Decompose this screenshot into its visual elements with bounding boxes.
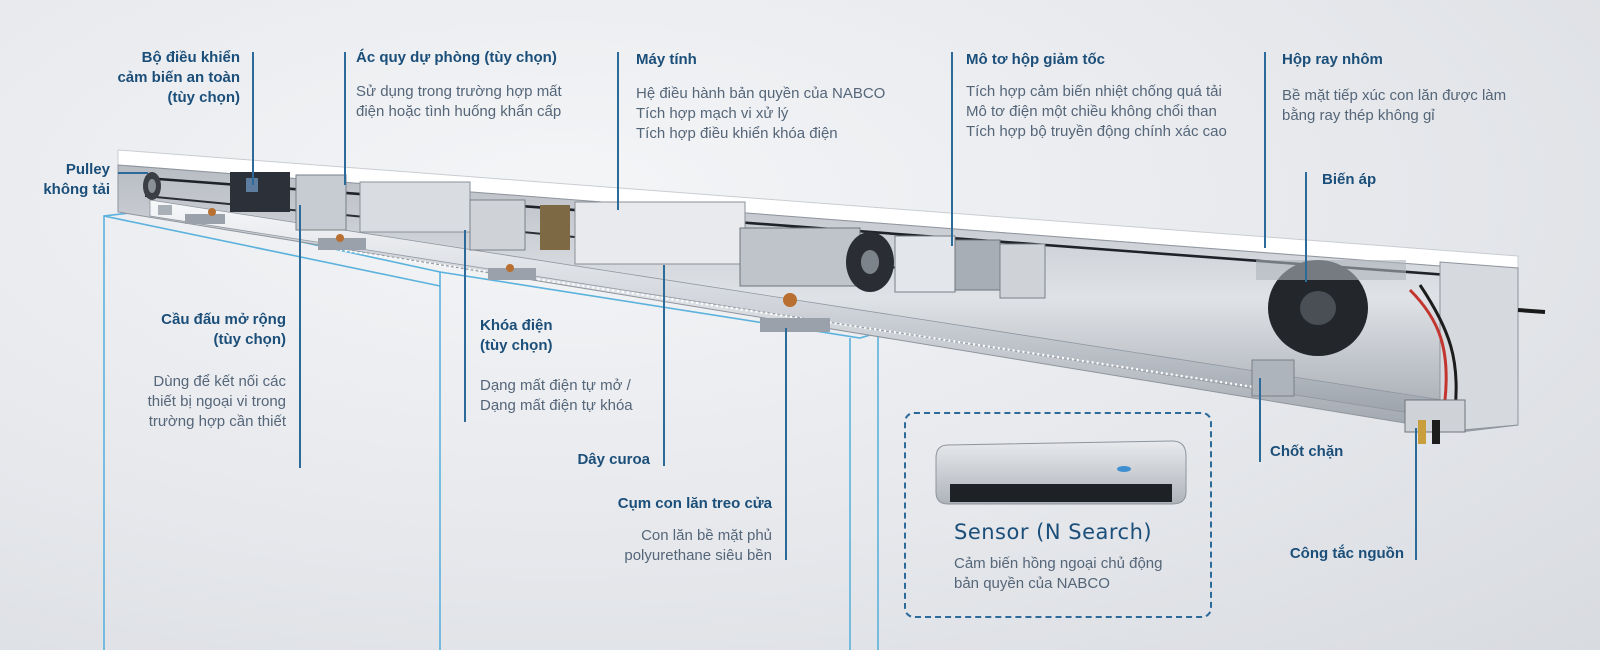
desc-line: điện hoặc tình huống khẩn cấp (356, 103, 562, 120)
leader-lines (118, 52, 1417, 560)
desc-aluminum-rail: Bề mặt tiếp xúc con lăn được làm bằng ra… (1282, 86, 1506, 126)
label-safety-sensor-controller: Bộ điều khiển cảm biến an toàn (tùy chọn… (100, 48, 240, 108)
label-extension-terminal: Cầu đấu mở rộng (tùy chọn) (120, 310, 286, 350)
desc-line: Con lăn bề mặt phủ (641, 527, 772, 544)
desc-line: Tích hợp bộ truyền động chính xác cao (966, 123, 1227, 140)
label-line: không tải (43, 181, 110, 198)
label-aluminum-rail: Hộp ray nhôm (1282, 51, 1383, 68)
label-line: Pulley (65, 161, 110, 178)
desc-line: Bề mặt tiếp xúc con lăn được làm (1282, 87, 1507, 104)
label-line: (tùy chọn) (167, 89, 241, 106)
desc-line: Dạng mất điện tự mở / (480, 377, 631, 394)
label-computer: Máy tính (636, 51, 697, 68)
label-gear-motor: Mô tơ hộp giảm tốc (966, 51, 1105, 68)
sensor-description: Cảm biến hồng ngoại chủ động bản quyền c… (954, 554, 1163, 594)
desc-line: Tích hợp cảm biến nhiệt chống quá tải (966, 83, 1222, 100)
desc-roller-assembly: Con lăn bề mặt phủ polyurethane siêu bền (560, 526, 772, 566)
label-roller-assembly: Cụm con lăn treo cửa (617, 495, 772, 512)
desc-line: thiết bị ngoại vi trong (147, 393, 286, 410)
desc-line: Dạng mất điện tự khóa (480, 397, 633, 414)
pulley-part (143, 172, 172, 215)
label-backup-battery: Ác quy dự phòng (tùy chọn) (356, 49, 557, 66)
sensor-title: Sensor (N Search) (954, 520, 1153, 544)
label-power-switch: Công tắc nguồn (1289, 545, 1404, 562)
desc-gear-motor: Tích hợp cảm biến nhiệt chống quá tải Mô… (966, 82, 1227, 142)
components (185, 172, 1466, 444)
desc-line: Tích hợp điều khiển khóa điện (636, 125, 838, 142)
sensor-callout-box (904, 412, 1212, 618)
label-line: Cầu đấu mở rộng (161, 311, 286, 328)
desc-line: Sử dụng trong trường hợp mất (356, 83, 562, 100)
label-stopper: Chốt chặn (1270, 443, 1344, 460)
label-electric-lock: Khóa điện (tùy chọn) (480, 316, 553, 356)
desc-line: Cảm biến hồng ngoại chủ động (954, 555, 1163, 572)
sensor-device (935, 440, 1187, 505)
desc-electric-lock: Dạng mất điện tự mở / Dạng mất điện tự k… (480, 376, 633, 416)
desc-line: bản quyền của NABCO (954, 575, 1110, 592)
label-line: (tùy chọn) (480, 337, 553, 354)
label-idle-pulley: Pulley không tải (26, 160, 110, 200)
desc-computer: Hệ điều hành bản quyền của NABCO Tích hợ… (636, 84, 885, 144)
label-line: Bộ điều khiển (141, 49, 240, 66)
desc-backup-battery: Sử dụng trong trường hợp mất điện hoặc t… (356, 82, 562, 122)
label-line: (tùy chọn) (213, 331, 287, 348)
desc-extension-terminal: Dùng để kết nối các thiết bị ngoại vi tr… (110, 372, 286, 432)
label-transformer: Biến áp (1322, 171, 1377, 188)
desc-line: Tích hợp mạch vi xử lý (636, 105, 789, 122)
desc-line: bằng ray thép không gỉ (1282, 107, 1435, 124)
desc-line: polyurethane siêu bền (624, 547, 772, 564)
desc-line: Dùng để kết nối các (153, 373, 286, 390)
desc-line: Mô tơ điện một chiều không chổi than (966, 103, 1217, 120)
desc-line: trường hợp cần thiết (148, 413, 286, 430)
label-belt: Dây curoa (577, 451, 650, 468)
label-line: Khóa điện (480, 317, 553, 334)
label-line: cảm biến an toàn (117, 69, 240, 86)
desc-line: Hệ điều hành bản quyền của NABCO (636, 85, 886, 102)
